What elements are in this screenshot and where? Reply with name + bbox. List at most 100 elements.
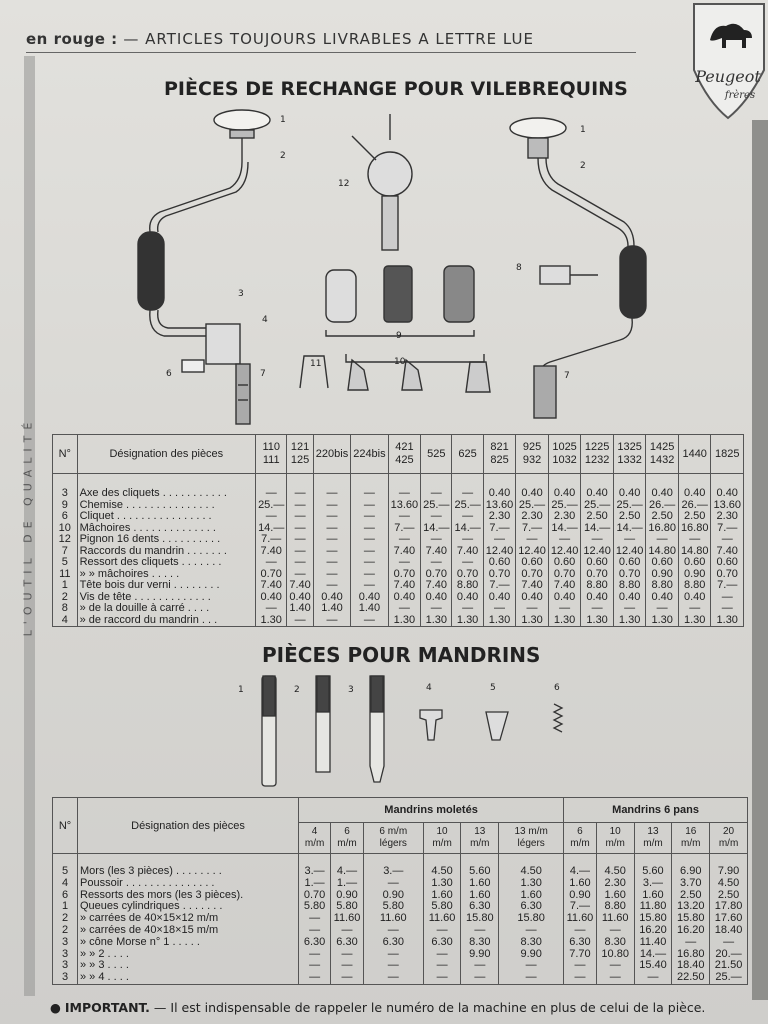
left-margin-band bbox=[24, 56, 35, 996]
price-cell: — bbox=[612, 533, 647, 546]
top-banner: en rouge : — ARTICLES TOUJOURS LIVRABLES… bbox=[26, 30, 636, 53]
price-cell: — bbox=[595, 924, 635, 937]
price-cell: 1.30 bbox=[547, 614, 582, 627]
price-cell: — bbox=[286, 568, 314, 580]
row-number: 6 bbox=[52, 510, 78, 523]
price-cell: 1.— bbox=[297, 877, 332, 890]
price-cell: — bbox=[451, 602, 484, 615]
price-cell: 0.60 bbox=[515, 556, 549, 569]
price-cell: 0.40 bbox=[451, 591, 484, 603]
price-cell: — bbox=[460, 924, 500, 937]
price-cell: 3.— bbox=[297, 865, 332, 878]
price-cell: — bbox=[312, 579, 352, 592]
price-cell: 0.60 bbox=[710, 556, 744, 569]
svg-text:11: 11 bbox=[310, 359, 321, 369]
svg-text:12: 12 bbox=[338, 179, 349, 189]
important-label: IMPORTANT. bbox=[64, 1000, 150, 1015]
price-cell: — bbox=[671, 936, 711, 949]
price-cell: 7.— bbox=[482, 579, 517, 592]
price-cell: 1.30 bbox=[422, 877, 462, 890]
price-cell: 7.40 bbox=[387, 579, 422, 592]
price-cell: — bbox=[286, 533, 314, 546]
price-cell: 2.50 bbox=[645, 510, 679, 523]
row-designation: » » 4 . . . . bbox=[77, 971, 299, 985]
price-cell: 6.30 bbox=[498, 901, 565, 914]
price-cell: 2.50 bbox=[580, 510, 614, 523]
price-cell: 25.— bbox=[451, 499, 484, 511]
price-cell: 18.40 bbox=[709, 924, 748, 937]
price-cell: 0.40 bbox=[645, 487, 679, 500]
price-cell: — bbox=[286, 487, 314, 500]
price-cell: 21.50 bbox=[709, 960, 748, 973]
price-cell: — bbox=[387, 487, 422, 500]
price-cell: 0.60 bbox=[547, 556, 582, 569]
price-cell: — bbox=[515, 602, 549, 615]
col-designation: Désignation des pièces bbox=[77, 797, 299, 854]
row-number: 3 bbox=[52, 487, 78, 500]
price-cell: — bbox=[580, 533, 614, 546]
svg-text:2: 2 bbox=[280, 151, 286, 161]
price-cell: — bbox=[297, 948, 332, 961]
price-cell: 1.30 bbox=[451, 614, 484, 627]
price-cell: 0.40 bbox=[312, 591, 352, 603]
price-cell: 11.60 bbox=[362, 912, 424, 925]
price-cell: 1.40 bbox=[350, 602, 389, 615]
price-cell: 0.40 bbox=[286, 591, 314, 603]
price-cell: — bbox=[312, 614, 352, 627]
price-cell: — bbox=[286, 556, 314, 569]
price-cell: — bbox=[312, 568, 352, 580]
price-cell: 0.60 bbox=[580, 556, 614, 569]
price-cell: — bbox=[312, 487, 352, 500]
col-size: 6 m/m bbox=[330, 822, 364, 854]
svg-text:3: 3 bbox=[348, 685, 354, 695]
price-cell: — bbox=[255, 510, 288, 523]
price-cell: — bbox=[563, 971, 597, 985]
row-designation: Ressort des cliquets . . . . . . . bbox=[76, 556, 257, 569]
section1-title: PIÈCES DE RECHANGE POUR VILEBREQUINS bbox=[164, 78, 628, 100]
price-cell: 16.20 bbox=[671, 924, 711, 937]
price-cell: — bbox=[451, 510, 484, 523]
price-cell: — bbox=[312, 499, 352, 511]
price-cell: 1.30 bbox=[580, 614, 614, 627]
price-cell: 1.30 bbox=[710, 614, 744, 627]
price-cell: 1.40 bbox=[286, 602, 314, 615]
price-cell: 20.— bbox=[709, 948, 748, 961]
price-cell: — bbox=[451, 487, 484, 500]
price-cell: — bbox=[350, 510, 389, 523]
col-model: 525 bbox=[420, 434, 453, 474]
ratchet-box-icon bbox=[205, 323, 241, 365]
important-note: ● IMPORTANT. — Il est indispensable de r… bbox=[50, 1000, 705, 1015]
price-cell: — bbox=[350, 533, 389, 546]
chuck-parts-table: N° Désignation des pièces Mandrins molet… bbox=[52, 797, 748, 985]
handle-grip-icon bbox=[137, 231, 165, 311]
price-cell: — bbox=[387, 602, 422, 615]
price-cell: — bbox=[451, 556, 484, 569]
price-cell: 1.60 bbox=[498, 889, 565, 902]
price-cell: — bbox=[350, 499, 389, 511]
row-designation: Poussoir . . . . . . . . . . . . . . . bbox=[77, 877, 299, 890]
col-designation: Désignation des pièces bbox=[76, 434, 257, 474]
price-cell: 0.40 bbox=[350, 591, 389, 603]
price-cell: 15.80 bbox=[498, 912, 565, 925]
price-cell: 8.80 bbox=[677, 579, 712, 592]
price-cell: 0.70 bbox=[451, 568, 484, 580]
price-cell: 0.40 bbox=[515, 487, 549, 500]
price-cell: — bbox=[482, 533, 517, 546]
price-cell: — bbox=[677, 533, 712, 546]
price-cell: — bbox=[498, 971, 565, 985]
price-cell: — bbox=[312, 556, 352, 569]
price-cell: 0.60 bbox=[677, 556, 712, 569]
